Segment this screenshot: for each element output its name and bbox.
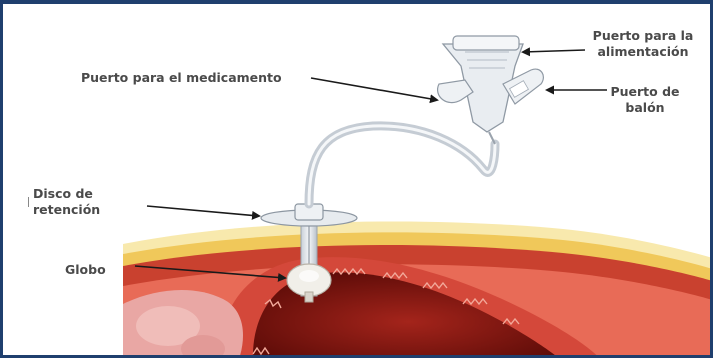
label-retention-disc-line2: retención <box>33 202 100 218</box>
label-balloon-port: Puerto de balón <box>609 84 681 116</box>
label-retention-disc: Disco de retención <box>33 186 100 218</box>
label-balloon: Globo <box>65 262 106 278</box>
label-feeding-port: Puerto para la alimentación <box>587 28 699 60</box>
margin-tick <box>28 197 29 207</box>
label-feeding-port-line2: alimentación <box>587 44 699 60</box>
adjacent-organ <box>123 290 243 358</box>
arrow-retention-disc <box>147 206 259 216</box>
label-retention-disc-line1: Disco de <box>33 186 100 202</box>
arrow-feeding-port <box>523 50 585 52</box>
label-balloon-port-line2: balón <box>609 100 681 116</box>
label-medication-port: Puerto para el medicamento <box>81 70 282 86</box>
label-feeding-port-line1: Puerto para la <box>587 28 699 44</box>
extension-tubing <box>309 126 495 204</box>
arrow-medication-port <box>311 78 437 100</box>
label-balloon-port-line1: Puerto de <box>609 84 681 100</box>
